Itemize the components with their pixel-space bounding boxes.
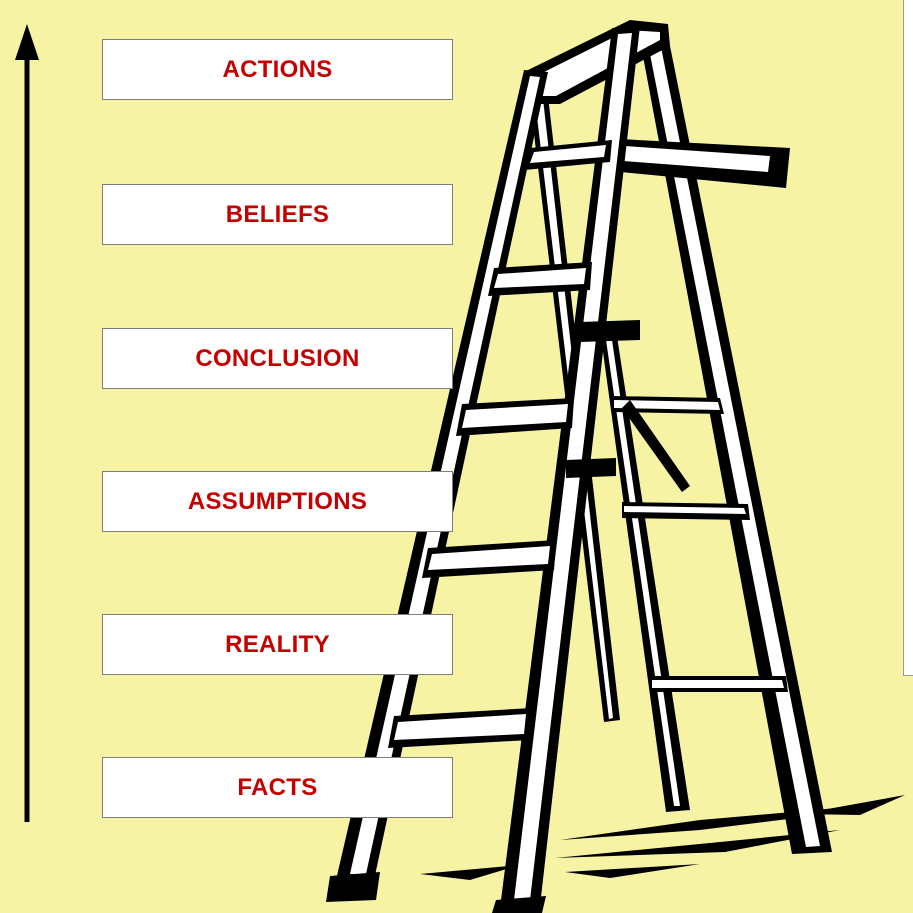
label-reality: REALITY bbox=[102, 614, 453, 675]
label-beliefs: BELIEFS bbox=[102, 184, 453, 245]
right-panel-frame bbox=[903, 0, 913, 676]
label-facts: FACTS bbox=[102, 757, 453, 818]
label-actions: ACTIONS bbox=[102, 39, 453, 100]
label-assumptions: ASSUMPTIONS bbox=[102, 471, 453, 532]
label-conclusion: CONCLUSION bbox=[102, 328, 453, 389]
up-arrow-icon bbox=[15, 24, 39, 822]
